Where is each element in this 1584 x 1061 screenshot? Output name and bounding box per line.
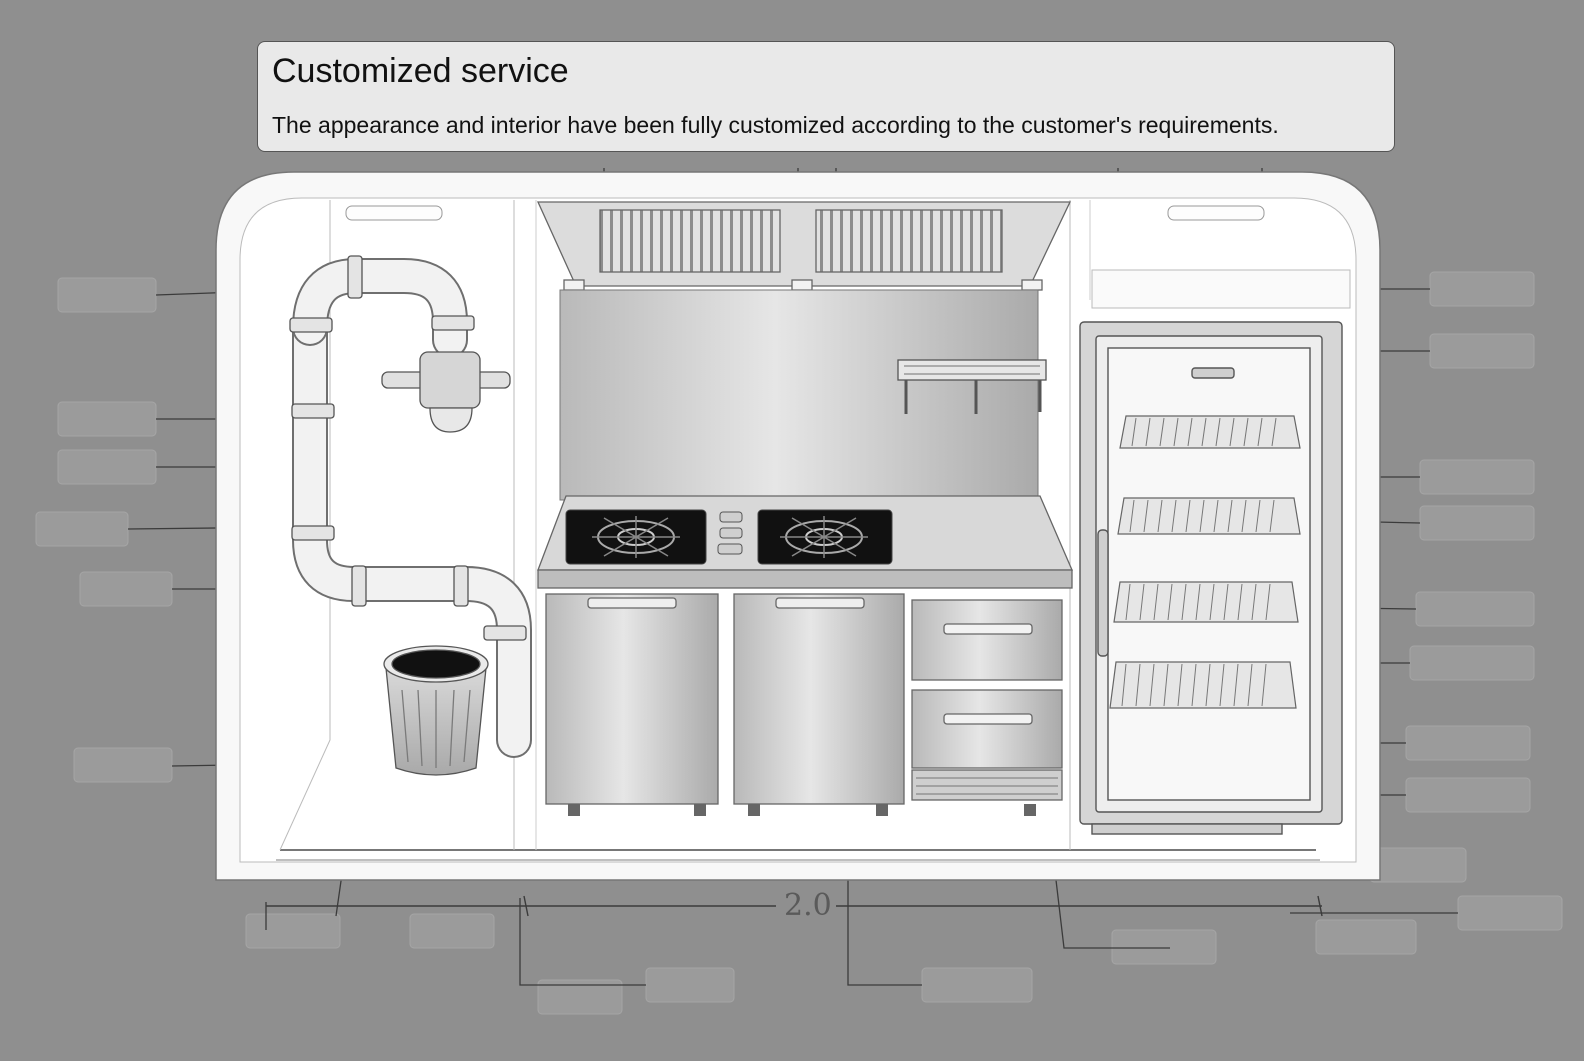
splash-panel [559, 289, 1039, 501]
valve [381, 351, 511, 433]
wall-shelf [897, 359, 1047, 414]
drawer-bottom [911, 689, 1063, 801]
gas-burner-left [565, 509, 707, 565]
dimension-line [266, 895, 1323, 917]
waste-bin [383, 645, 489, 776]
card-title: Customized service [272, 52, 569, 90]
gas-burner-right [757, 509, 893, 565]
cabinet-right [733, 593, 905, 805]
dimension-label: 2.0 [780, 888, 836, 923]
range-hood [536, 201, 1072, 291]
control-knobs [717, 511, 743, 555]
info-card: Customized service The appearance and in… [257, 41, 1395, 152]
pipe-couplings [289, 255, 527, 641]
display-fridge [1079, 321, 1343, 835]
drawer-top [911, 599, 1063, 681]
card-description: The appearance and interior have been fu… [272, 112, 1279, 138]
cabinet-left [545, 593, 719, 805]
cabinet-feet [568, 804, 1036, 816]
